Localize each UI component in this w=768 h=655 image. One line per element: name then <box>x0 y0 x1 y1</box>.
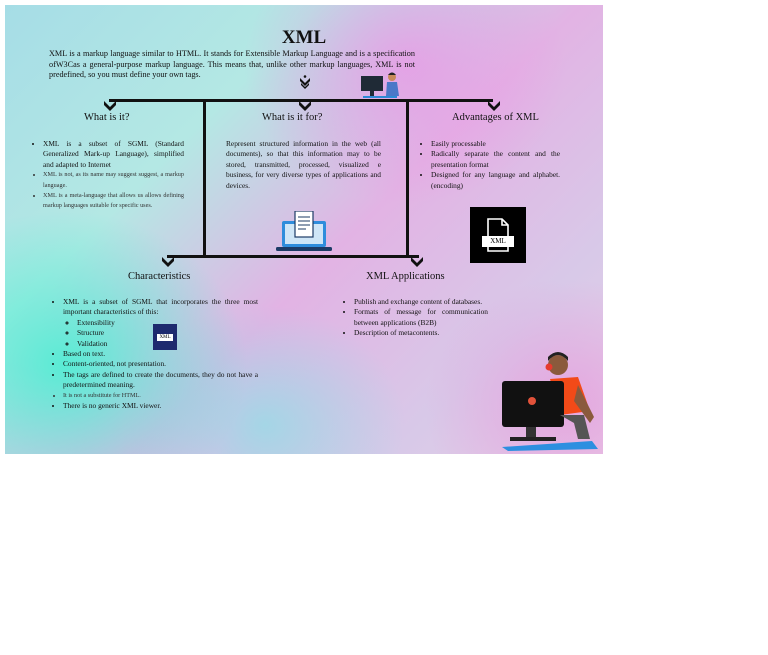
xml-file-icon: XML <box>470 207 526 263</box>
laptop-document-illustration <box>276 211 332 255</box>
chevron-down-icon <box>411 257 423 267</box>
what-is-it-list: XML is a subset of SGML (Standard Genera… <box>32 139 184 212</box>
list-item: Based on text. <box>63 349 258 359</box>
advantages-list: Easily processable Radically separate th… <box>420 139 560 191</box>
chevron-down-icon <box>488 101 500 111</box>
list-item: It is not a substitute for HTML. <box>63 391 258 401</box>
chevron-down-icon <box>162 257 174 267</box>
left-divider-line <box>203 99 206 257</box>
list-item: Publish and exchange content of database… <box>354 297 488 307</box>
list-item: Radically separate the content and the p… <box>431 149 560 170</box>
bottom-connector-line <box>167 255 419 258</box>
xml-file-label: XML <box>482 236 514 247</box>
applications-list: Publish and exchange content of database… <box>343 297 488 339</box>
what-is-it-for-text: Represent structured information in the … <box>226 139 381 190</box>
list-item: Formats of message for communication bet… <box>354 307 488 328</box>
list-item: XML is a subset of SGML (Standard Genera… <box>43 139 184 170</box>
person-at-computer-illustration <box>359 71 407 101</box>
double-chevron-down-icon <box>299 75 311 89</box>
list-item: Content-oriented, not presentation. <box>63 359 258 369</box>
intro-text: XML is a markup language similar to HTML… <box>49 49 415 79</box>
list-item: XML is a meta-language that allows us al… <box>43 191 184 212</box>
right-divider-line <box>406 99 409 257</box>
list-item: XML is not, as its name may suggest sugg… <box>43 170 184 191</box>
list-item: XML is a subset of SGML that incorporate… <box>63 297 258 349</box>
what-is-it-for-heading: What is it for? <box>262 112 323 123</box>
top-connector-line <box>109 99 493 102</box>
sub-list-item: Extensibility <box>77 318 258 328</box>
sub-list-item: Structure <box>77 328 258 338</box>
sub-list-item: Validation <box>77 339 258 349</box>
what-is-it-heading: What is it? <box>84 112 130 123</box>
list-item-text: XML is a subset of SGML that incorporate… <box>63 297 258 317</box>
small-xml-file-label: XML <box>157 334 173 341</box>
list-item: Designed for any language and alphabet. … <box>431 170 560 191</box>
list-item: The tags are defined to create the docum… <box>63 370 258 391</box>
chevron-down-icon <box>104 101 116 111</box>
infographic-poster: XML XML is a markup language similar to … <box>5 5 603 454</box>
list-item: Easily processable <box>431 139 560 149</box>
chevron-down-icon <box>299 101 311 111</box>
advantages-heading: Advantages of XML <box>452 112 539 123</box>
characteristics-heading: Characteristics <box>128 271 191 282</box>
person-with-headset-illustration <box>494 351 602 451</box>
small-xml-file-icon: XML <box>153 324 177 350</box>
applications-heading: XML Applications <box>366 271 445 282</box>
list-item: Description of metacontents. <box>354 328 488 338</box>
page-title: XML <box>281 27 327 48</box>
list-item: There is no generic XML viewer. <box>63 401 258 411</box>
characteristics-list: XML is a subset of SGML that incorporate… <box>52 297 258 411</box>
